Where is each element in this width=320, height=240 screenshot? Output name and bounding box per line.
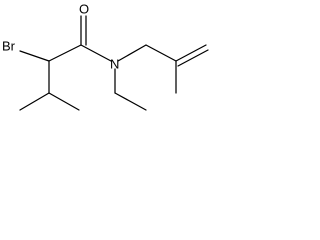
bond-ethyl-ch3 (114, 92, 147, 111)
oxygen-label: O (79, 1, 89, 16)
bond-n-ch2-allyl (117, 44, 147, 62)
bond-allyl-ch2-c (145, 44, 177, 62)
bromine-label: Br (2, 38, 16, 53)
chemical-structure: Br O N (2, 1, 209, 111)
bond-alkene-double-b (177, 49, 209, 67)
bond-c3-me2 (48, 92, 80, 111)
bond-c2-c1 (48, 44, 82, 62)
bond-br-c2 (19, 50, 50, 62)
structure-canvas: Br O N (0, 0, 227, 132)
bond-c3-me1 (19, 92, 50, 111)
nitrogen-label: N (110, 56, 119, 71)
bond-c1-n (80, 44, 112, 62)
bond-alkene-double-a (175, 44, 207, 62)
